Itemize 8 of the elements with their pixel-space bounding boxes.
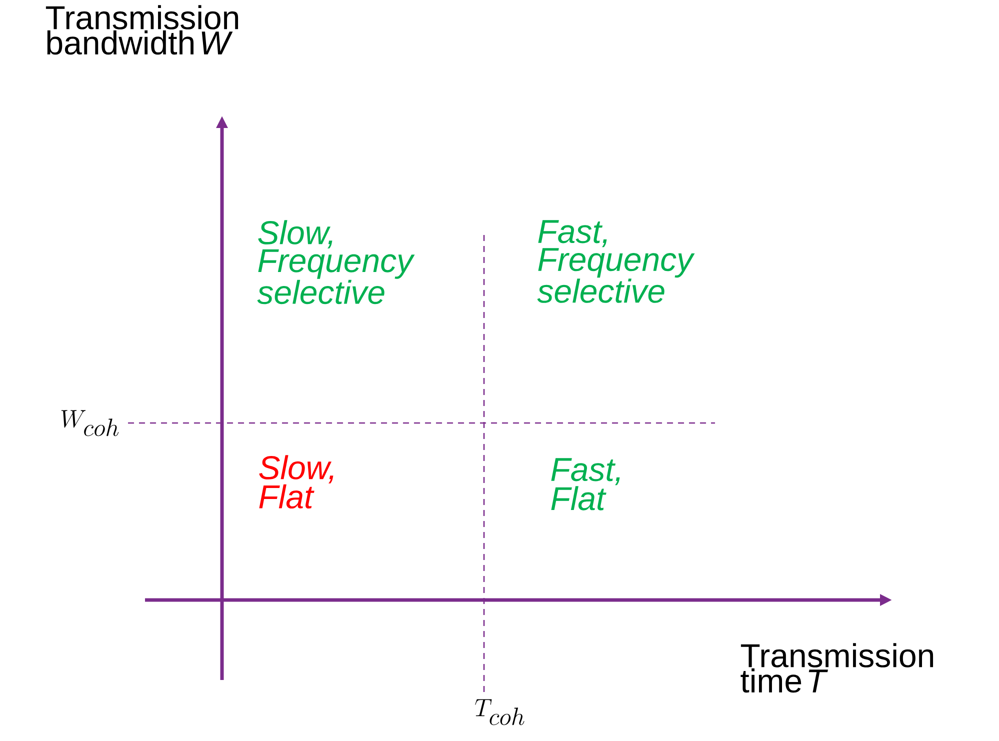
quadrant-label: Slow, Frequency selective xyxy=(257,220,415,304)
axis-label: Transmission time T xyxy=(740,643,934,693)
quadrant-label: Fast, Frequency selective xyxy=(537,220,695,303)
axis-label: Transmission bandwidth W xyxy=(46,5,238,55)
quadrant-label: Slow, Flat xyxy=(259,455,334,509)
quadrant-label: Fast, Flat xyxy=(551,458,620,510)
threshold-label: $W_{coh}$ xyxy=(61,410,119,436)
threshold-label: $T_{coh}$ xyxy=(475,699,524,726)
